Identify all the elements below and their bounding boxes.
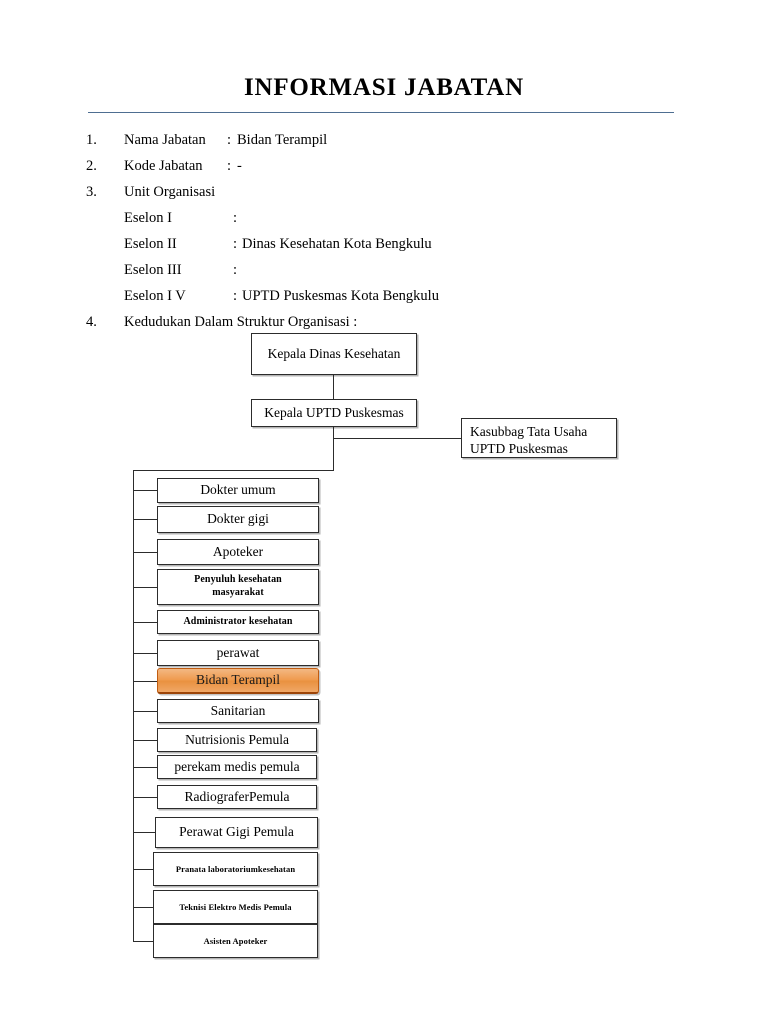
info-row-label: Nama Jabatan [124, 132, 206, 148]
connector-uptd-trunk [333, 427, 334, 471]
info-row-label: Eselon I V [124, 288, 186, 304]
info-row-value: Dinas Kesehatan Kota Bengkulu [242, 236, 432, 252]
connector-staff-stub [133, 490, 157, 491]
org-node-staff: Dokter umum [157, 478, 319, 503]
org-node-staff: Teknisi Elektro Medis Pemula [153, 890, 318, 924]
connector-staff-stub [133, 681, 157, 682]
connector-staff-stub [133, 869, 153, 870]
info-row: Eselon II : Dinas Kesehatan Kota Bengkul… [86, 231, 686, 257]
info-row: Eselon III : [86, 257, 686, 283]
info-row-label: Eselon III [124, 262, 182, 278]
org-node-staff: Apoteker [157, 539, 319, 565]
info-row: Eselon I : [86, 205, 686, 231]
org-node-staff: Administrator kesehatan [157, 610, 319, 634]
connector-staff-stub [133, 832, 155, 833]
connector-staff-stub [133, 622, 157, 623]
info-row-colon: : [233, 288, 238, 304]
connector-staff-stub [133, 587, 157, 588]
info-row: 2. Kode Jabatan : - [86, 153, 686, 179]
org-node-kasubbag: Kasubbag Tata Usaha UPTD Puskesmas [461, 418, 617, 458]
info-row: 4. Kedudukan Dalam Struktur Organisasi : [86, 309, 686, 335]
org-node-staff: perekam medis pemula [157, 755, 317, 779]
info-row-label: Kedudukan Dalam Struktur Organisasi : [124, 314, 358, 330]
org-node-kepala-uptd: Kepala UPTD Puskesmas [251, 399, 417, 427]
connector-staff-header [133, 470, 334, 471]
connector-staff-stub [133, 740, 157, 741]
connector-to-kasubbag [333, 438, 461, 439]
connector-staff-trunk [133, 470, 134, 941]
info-row-number: 1. [86, 132, 97, 148]
info-row-value: Bidan Terampil [237, 132, 328, 148]
org-node-staff-highlighted: Bidan Terampil [157, 668, 319, 694]
connector-staff-stub [133, 711, 157, 712]
info-row-colon: : [227, 132, 232, 148]
info-row-value: - [237, 158, 242, 174]
org-node-staff: Asisten Apoteker [153, 924, 318, 958]
connector-dinas-to-uptd [333, 375, 334, 399]
connector-staff-stub [133, 907, 153, 908]
info-row-value: UPTD Puskesmas Kota Bengkulu [242, 288, 439, 304]
connector-staff-stub [133, 552, 157, 553]
connector-staff-stub [133, 519, 157, 520]
connector-staff-stub [133, 797, 157, 798]
connector-staff-stub [133, 653, 157, 654]
info-list: 1. Nama Jabatan : Bidan Terampil 2. Kode… [86, 127, 686, 335]
info-row: Eselon I V : UPTD Puskesmas Kota Bengkul… [86, 283, 686, 309]
kasubbag-line-2: UPTD Puskesmas [470, 440, 568, 456]
org-node-staff: Dokter gigi [157, 506, 319, 533]
info-row-colon: : [233, 262, 238, 278]
kasubbag-line-1: Kasubbag Tata Usaha [470, 424, 588, 439]
info-row-number: 4. [86, 314, 97, 330]
title-divider [88, 112, 674, 113]
info-row-label: Eselon I [124, 210, 172, 226]
org-node-staff: RadiograferPemula [157, 785, 317, 809]
org-node-staff: Nutrisionis Pemula [157, 728, 317, 752]
info-row-label: Eselon II [124, 236, 177, 252]
staff-label-line-2: masyarakat [212, 586, 264, 598]
info-row-number: 2. [86, 158, 97, 174]
info-row: 1. Nama Jabatan : Bidan Terampil [86, 127, 686, 153]
info-row-number: 3. [86, 184, 97, 200]
info-row-label: Kode Jabatan [124, 158, 203, 174]
info-row-colon: : [227, 158, 232, 174]
info-row-label: Unit Organisasi [124, 184, 216, 200]
staff-label-line-1: Penyuluh kesehatan [194, 574, 282, 585]
org-node-staff: Penyuluh kesehatan masyarakat [157, 569, 319, 605]
info-row-colon: : [233, 210, 238, 226]
org-node-kepala-dinas: Kepala Dinas Kesehatan [251, 333, 417, 375]
connector-staff-stub [133, 767, 157, 768]
org-node-staff: perawat [157, 640, 319, 666]
info-row: 3. Unit Organisasi [86, 179, 686, 205]
org-node-staff: Sanitarian [157, 699, 319, 723]
org-node-staff: Perawat Gigi Pemula [155, 817, 318, 848]
connector-staff-stub [133, 941, 153, 942]
org-node-staff: Pranata laboratoriumkesehatan [153, 852, 318, 886]
page-title: INFORMASI JABATAN [243, 74, 525, 101]
info-row-colon: : [233, 236, 238, 252]
